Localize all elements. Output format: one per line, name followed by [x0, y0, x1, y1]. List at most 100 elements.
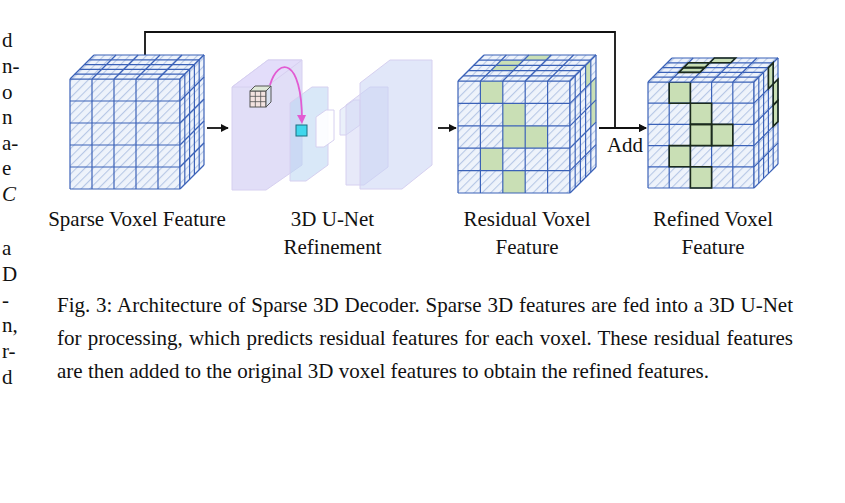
margin-fragment: n-	[2, 54, 20, 78]
conv-arrow	[270, 67, 302, 121]
cube-face	[180, 55, 204, 189]
grid-line	[458, 148, 570, 149]
kernel-cube	[250, 91, 266, 107]
grid-line	[80, 69, 190, 70]
voxel-cube: Residual Voxel Feature	[458, 55, 596, 193]
grid-line	[70, 122, 180, 123]
green-cell	[503, 171, 525, 193]
green-cell	[710, 58, 736, 63]
grid-line	[580, 71, 581, 183]
grid-line	[754, 58, 778, 82]
grid-line	[648, 81, 754, 82]
grid-line	[525, 81, 526, 193]
grid-line	[70, 78, 180, 79]
green-cell	[690, 167, 711, 188]
green-cell	[503, 103, 525, 125]
grid-line	[570, 77, 596, 103]
grid-line	[199, 60, 200, 170]
cube-face	[570, 55, 596, 193]
green-cell	[690, 124, 711, 145]
grid-line	[70, 166, 180, 167]
grid-line	[569, 81, 570, 193]
grid-line	[763, 72, 764, 178]
grid-line	[180, 77, 204, 101]
grid-line	[91, 79, 92, 189]
grid-line	[184, 74, 185, 184]
grid-line	[754, 164, 778, 188]
grid-line	[70, 55, 94, 79]
grid-line	[70, 100, 180, 101]
refined-cell-edge	[773, 100, 778, 126]
grid-line	[463, 75, 575, 76]
grid-line	[570, 55, 596, 81]
grid-line	[94, 54, 204, 55]
face-fill	[570, 55, 596, 193]
face-fill	[754, 58, 778, 188]
cube-face	[648, 82, 754, 188]
grid-line	[180, 165, 204, 189]
grid-line	[648, 81, 754, 82]
margin-fragment: a	[2, 236, 11, 260]
refined-cell-edge	[690, 103, 711, 124]
grid-line	[479, 60, 591, 61]
grid-line	[484, 54, 596, 55]
node-caption: Residual Voxel Feature	[437, 205, 617, 261]
unet-block: 3D U-Net Refinement	[230, 55, 435, 190]
margin-fragment: a-	[2, 131, 18, 155]
node-caption: Refined Voxel Feature	[623, 205, 803, 261]
margin-fragment: -	[2, 288, 9, 312]
grid-line	[179, 79, 180, 189]
grid-line	[113, 79, 114, 189]
cube-illustration	[70, 55, 204, 189]
grid-line	[70, 188, 180, 189]
margin-fragment: d	[2, 365, 13, 389]
flow-arrow	[207, 127, 228, 129]
grid-line	[570, 122, 596, 148]
node-caption: 3D U-Net Refinement	[243, 205, 423, 261]
figure-caption: Fig. 3: Architecture of Sparse 3D Decode…	[57, 289, 793, 388]
margin-fragment: d	[2, 28, 13, 52]
grid-line	[89, 59, 199, 60]
grid-line	[135, 79, 136, 189]
grid-line	[180, 99, 204, 123]
grid-line	[753, 82, 754, 188]
grid-line	[114, 55, 138, 79]
grid-line	[525, 55, 551, 81]
green-cell	[712, 124, 733, 145]
grid-line	[458, 170, 570, 171]
grid-line	[136, 55, 160, 79]
grid-line	[70, 78, 180, 79]
kernel-side	[266, 86, 271, 107]
face-fill	[180, 55, 204, 189]
grid-line	[653, 77, 759, 78]
cube-face	[458, 81, 570, 193]
grid-line	[733, 58, 757, 82]
grid-line	[569, 81, 570, 193]
margin-fragment: n,	[2, 313, 18, 337]
grid-line	[585, 65, 586, 177]
grid-line	[647, 82, 648, 188]
cube-illustration	[458, 55, 596, 193]
grid-line	[570, 145, 596, 171]
output-voxel	[296, 125, 307, 136]
refined-cell-edge	[710, 58, 736, 63]
grid-line	[547, 81, 548, 193]
refined-cell-edge	[712, 124, 733, 145]
unet-layer	[316, 110, 334, 147]
cube-illustration	[648, 58, 778, 188]
grid-line	[575, 76, 576, 188]
refined-cell-edge	[669, 82, 690, 103]
face-fill	[458, 81, 570, 193]
refined-cell-edge	[690, 167, 711, 188]
grid-line	[458, 192, 570, 193]
margin-fragment: n	[2, 105, 13, 129]
margin-fragment: D	[2, 262, 17, 286]
refined-cell-edge	[679, 68, 705, 73]
grid-line	[662, 67, 768, 68]
grid-line	[658, 72, 764, 73]
grid-line	[92, 55, 116, 79]
face-fill	[648, 82, 754, 188]
grid-line	[180, 143, 204, 167]
grid-line	[570, 100, 596, 126]
